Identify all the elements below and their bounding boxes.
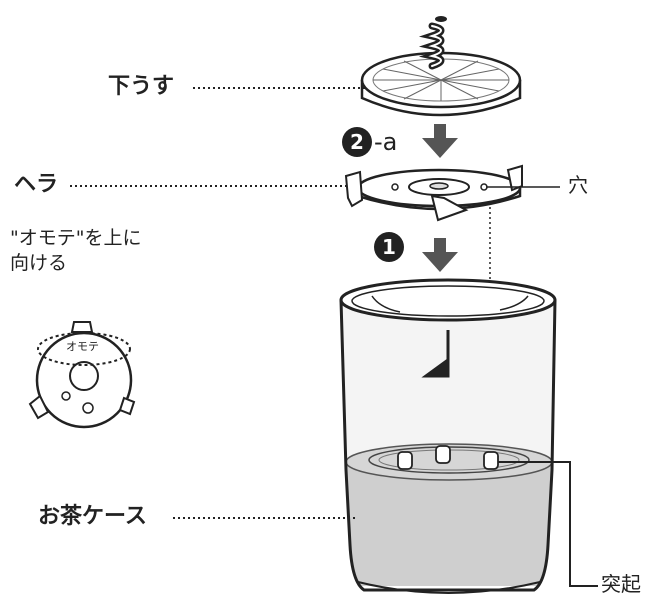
- lower-mill-label: 下うす: [108, 74, 174, 99]
- step-2a-suffix: -a: [374, 128, 397, 156]
- tea-case-label: お茶ケース: [38, 504, 147, 529]
- spatula-inset-illustration: [30, 322, 134, 427]
- step-1-number: 1: [374, 232, 404, 262]
- tea-case-illustration: [341, 280, 555, 593]
- spatula-illustration: [346, 166, 522, 220]
- protrusion-label: 突起: [601, 573, 641, 596]
- step-2a-number: 2: [342, 127, 372, 157]
- step-1-arrow: [422, 238, 458, 272]
- step-2a-marker: 2 -a: [342, 127, 397, 157]
- orientation-note-line1: "オモテ"を上に: [10, 228, 141, 250]
- orientation-note-line2: 向ける: [10, 253, 67, 275]
- spatula-label: ヘラ: [14, 172, 58, 197]
- step-2a-arrow: [422, 124, 458, 158]
- lower-mill-illustration: [362, 16, 520, 115]
- hole-label: 穴: [568, 174, 588, 197]
- spatula-face-mark: オモテ: [64, 341, 101, 354]
- step-1-marker: 1: [374, 232, 406, 262]
